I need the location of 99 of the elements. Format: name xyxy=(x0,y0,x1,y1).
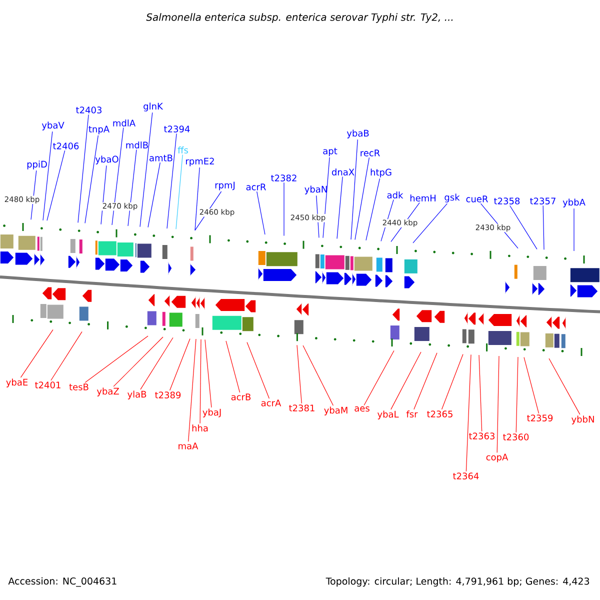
gene-label: ybaM xyxy=(324,406,348,416)
leader-line xyxy=(366,178,380,241)
leader-line xyxy=(256,191,266,235)
gene-label: ybaN xyxy=(304,186,327,194)
leader-line xyxy=(548,358,580,415)
gene-label: adk xyxy=(387,192,404,198)
gene-label: acrR xyxy=(246,184,266,190)
gene-label: cueR xyxy=(466,196,488,202)
gene-label: aes xyxy=(354,406,370,412)
leader-line xyxy=(112,127,124,226)
gene-label: t2364 xyxy=(453,472,479,480)
gene-label: t2381 xyxy=(289,404,314,412)
leader-line xyxy=(46,150,66,221)
gene-label: hemH xyxy=(410,194,436,202)
leader-line xyxy=(20,329,54,378)
gene-label: ybaE xyxy=(6,378,28,388)
leader-line xyxy=(140,337,174,390)
gene-label: t2360 xyxy=(503,434,529,440)
gene-label: t2357 xyxy=(530,198,556,204)
leader-line xyxy=(336,176,343,239)
leader-line xyxy=(510,205,538,250)
leader-line xyxy=(516,356,518,433)
leader-line xyxy=(100,165,107,225)
leader-line xyxy=(140,112,153,228)
leader-line xyxy=(50,331,82,381)
leader-line xyxy=(84,135,98,224)
gene-label: ybbA xyxy=(562,198,586,208)
gene-label: dnaX xyxy=(332,168,354,176)
leader-line xyxy=(246,342,270,399)
gene-label: mdlB xyxy=(126,142,148,148)
leader-line xyxy=(412,203,448,244)
leader-line xyxy=(128,149,137,226)
leader-line xyxy=(354,157,370,240)
gene-label: htpG xyxy=(370,168,392,178)
gene-label: t2394 xyxy=(164,126,190,132)
leader-line xyxy=(390,352,422,410)
gene-label: amtB xyxy=(150,154,172,162)
leader-line xyxy=(542,205,544,250)
leader-line xyxy=(204,339,212,408)
leader-line xyxy=(113,336,164,387)
gene-label: t2406 xyxy=(53,142,79,150)
leader-line xyxy=(78,114,89,223)
leader-line xyxy=(84,336,148,383)
title: Salmonella enterica subsp. enterica serovar Typhi str. Ty2, ... xyxy=(146,13,453,23)
leader-line xyxy=(194,167,200,231)
leader-line xyxy=(176,154,183,230)
gene-label: t2401 xyxy=(35,382,60,388)
gene-label: acrB xyxy=(231,394,251,400)
gene-label: rpmE2 xyxy=(186,158,214,166)
gene-label: ffs xyxy=(178,146,188,154)
gene-label: t2382 xyxy=(271,174,296,182)
gene-label: t2359 xyxy=(527,414,553,422)
gene-label: acrA xyxy=(261,400,282,406)
leader-line xyxy=(166,133,177,229)
leader-line xyxy=(148,162,160,228)
footer-text: Accession: NC_004631 xyxy=(8,577,116,587)
gene-label: apt xyxy=(323,148,338,156)
leader-line xyxy=(496,356,500,453)
leader-line xyxy=(414,352,438,410)
gene-label: rpmJ xyxy=(215,182,235,190)
leader-line xyxy=(188,338,196,442)
gene-label: ybaJ xyxy=(202,408,221,418)
footer-text: Topology: circular; Length: 4,791,961 bp; Genes: 4,423 xyxy=(326,577,590,587)
gene-label: ybbN xyxy=(572,416,594,424)
leader-line xyxy=(466,354,472,472)
leader-line xyxy=(42,131,53,221)
gene-label: mdlA xyxy=(113,120,136,126)
leader-line xyxy=(478,354,482,432)
leader-line xyxy=(524,357,540,414)
gene-label: t2403 xyxy=(76,106,102,114)
gene-label: t2358 xyxy=(494,198,520,204)
gene-label: glnK xyxy=(144,102,164,112)
gene-label: maA xyxy=(178,442,198,450)
gene-label: tnpA xyxy=(88,126,110,134)
gene-label: ybaV xyxy=(42,122,64,130)
gene-label: t2365 xyxy=(427,410,452,418)
leader-line xyxy=(226,340,240,393)
gene-label: ylaB xyxy=(128,390,146,400)
gene-label: ybaL xyxy=(377,410,399,420)
gene-label: hha xyxy=(192,424,208,432)
gene-label: recR xyxy=(360,150,380,156)
leader-line xyxy=(302,345,334,406)
leader-line xyxy=(296,344,302,404)
gene-label: ybaB xyxy=(346,130,369,138)
gene-label: t2363 xyxy=(469,432,494,440)
leader-line xyxy=(441,354,464,410)
gene-label: copA xyxy=(486,454,508,462)
gene-label: tesB xyxy=(69,384,88,390)
leader-line xyxy=(200,339,202,424)
gene-label: ppiD xyxy=(27,160,47,170)
leader-line xyxy=(350,139,358,240)
gene-label: ybaO xyxy=(95,156,118,164)
gene-label: gsk xyxy=(444,194,460,202)
leader-line xyxy=(322,157,330,238)
gene-label: ybaZ xyxy=(96,388,119,396)
gene-label: fsr xyxy=(406,410,418,418)
gene-label: t2389 xyxy=(155,392,181,398)
leader-line xyxy=(170,338,190,391)
leader-line xyxy=(364,350,394,406)
